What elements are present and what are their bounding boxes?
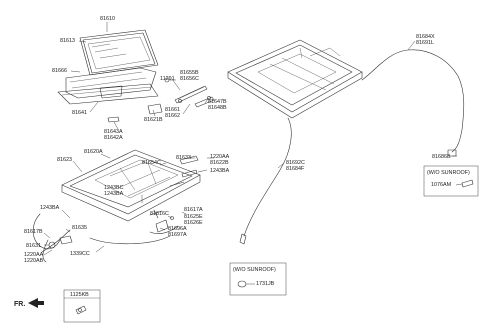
label-81623: 81623: [57, 157, 72, 163]
label-81648B: 81648B: [208, 105, 227, 111]
label-81617B: 81617B: [24, 229, 43, 235]
drain-hose-rear: [239, 117, 292, 245]
fr-label: FR.: [14, 301, 25, 308]
deflector-strip: [57, 83, 159, 105]
wo-sunroof-bottom-box: (W/O SUNROOF) 1731JB: [229, 262, 287, 296]
label-81620A: 81620A: [84, 149, 103, 155]
label-1076AM: 1076AM: [431, 182, 452, 188]
label-1243BA-middle: 1243BA: [104, 191, 124, 197]
roof-frame: [227, 39, 363, 119]
label-81684X: 81684X: [416, 34, 435, 40]
label-1243BA-left: 1243BA: [40, 205, 60, 211]
arrow-icon: [28, 298, 44, 308]
label-1220AA-left: 1220AA: [24, 252, 44, 258]
wo-sunroof-bottom-title: (W/O SUNROOF): [233, 267, 276, 273]
drain-hose-bottom: [89, 225, 179, 245]
label-81662: 81662: [165, 113, 180, 119]
label-81631: 81631: [26, 243, 41, 249]
screw-set: [169, 155, 199, 187]
label-81692C: 81692C: [286, 160, 305, 166]
label-81626E: 81626E: [184, 220, 203, 226]
clip-part: [107, 116, 120, 123]
part-labels: 81610 81613 81666 11291 81655B 81656C 81…: [24, 16, 451, 264]
label-81622B: 81622B: [210, 160, 229, 166]
label-81625E: 81625E: [184, 214, 203, 220]
label-81641: 81641: [72, 110, 87, 116]
label-81621B: 81621B: [144, 117, 163, 123]
sunroof-frame: [61, 149, 201, 222]
label-81647B: 81647B: [208, 99, 227, 105]
label-81613: 81613: [60, 38, 75, 44]
label-81656C: 81656C: [180, 76, 199, 82]
label-81655B: 81655B: [180, 70, 199, 76]
sunroof-motor: [149, 209, 174, 233]
wo-sunroof-right-title: (W/O SUNROOF): [427, 170, 470, 176]
label-1243BA-right: 1243BA: [210, 168, 230, 174]
glass-seal: [65, 67, 157, 99]
label-81610: 81610: [100, 16, 115, 22]
label-1731JB: 1731JB: [256, 281, 275, 287]
label-81691L: 81691L: [416, 40, 434, 46]
label-81642A: 81642A: [104, 135, 123, 141]
label-81617A: 81617A: [184, 207, 203, 213]
slide-rail-parts: [174, 85, 215, 108]
label-81661: 81661: [165, 107, 180, 113]
label-81635: 81635: [72, 225, 87, 231]
label-81633: 81633: [176, 155, 191, 161]
drain-hose-long: [361, 49, 465, 157]
label-81684F: 81684F: [286, 166, 305, 172]
label-1220AA-right: 1220AA: [210, 154, 230, 160]
label-1339CC: 1339CC: [70, 251, 90, 257]
label-81686B: 81686B: [432, 154, 451, 160]
label-81616C: 81616C: [150, 211, 169, 217]
label-11291: 11291: [160, 76, 175, 82]
label-81697A: 81697A: [168, 232, 187, 238]
sunroof-glass-panel: [79, 29, 159, 76]
fastener-table: 1125KB: [63, 289, 101, 323]
label-81643A: 81643A: [104, 129, 123, 135]
fastener-header: 1125KB: [70, 292, 89, 298]
label-1220AB: 1220AB: [24, 258, 44, 264]
label-1243BC: 1243BC: [104, 185, 124, 191]
front-orientation-marker: FR.: [14, 298, 44, 308]
label-81654C: 81654C: [142, 160, 161, 166]
leader-lines: [43, 22, 463, 256]
label-81696A: 81696A: [168, 226, 187, 232]
label-81666: 81666: [52, 68, 67, 74]
wo-sunroof-right-box: (W/O SUNROOF) 1076AM: [423, 165, 479, 197]
